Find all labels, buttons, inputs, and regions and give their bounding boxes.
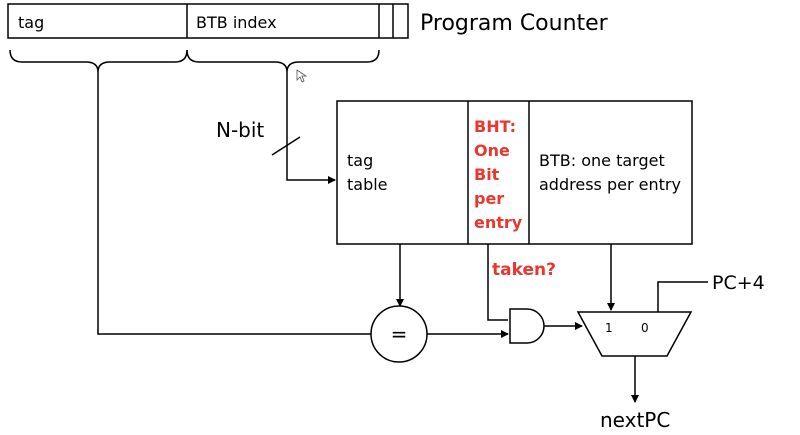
index-field-brace: [186, 49, 380, 73]
program-counter-register: tag BTB index Program Counter: [7, 3, 609, 39]
table-box: [336, 100, 693, 245]
next-pc-label: nextPC: [600, 408, 670, 432]
taken-label: taken?: [492, 260, 556, 280]
bus-width-slash: [271, 136, 301, 156]
mux-input-1-label: 1: [605, 321, 613, 335]
bht-label-line: BHT:: [474, 117, 516, 136]
tag-compare-wire: [97, 72, 371, 335]
branch-target-table: tag table BHT: One Bit per entry BTB: on…: [336, 100, 693, 245]
tag-field-brace: [9, 49, 188, 73]
pc-index-field-label: BTB index: [196, 13, 277, 32]
mouse-cursor-icon: [296, 69, 308, 83]
pc-register-box: [7, 3, 409, 39]
mux-input-0-label: 0: [641, 321, 649, 335]
program-counter-title: Program Counter: [420, 11, 609, 36]
pc-plus4-label: PC+4: [712, 272, 765, 294]
bht-label-line: per: [474, 189, 504, 208]
pc-tag-field-label: tag: [18, 13, 44, 32]
next-pc-mux: [576, 311, 693, 357]
tag-table-label-line2: table: [347, 175, 388, 194]
btb-label-line1: BTB: one target: [539, 151, 665, 170]
comparator-symbol: =: [391, 322, 408, 346]
index-bus-wire: [286, 72, 336, 184]
bht-label-line: Bit: [474, 165, 500, 184]
bht-output-wire: [487, 244, 508, 321]
and-gate: [509, 308, 545, 344]
bht-label-line: One: [474, 141, 510, 160]
btb-label-line2: address per entry: [539, 175, 681, 194]
tag-table-label-line1: tag: [347, 151, 373, 170]
bht-label-line: entry: [474, 213, 523, 232]
bus-width-label: N-bit: [216, 118, 264, 142]
pc-plus4-wire: [657, 281, 708, 312]
